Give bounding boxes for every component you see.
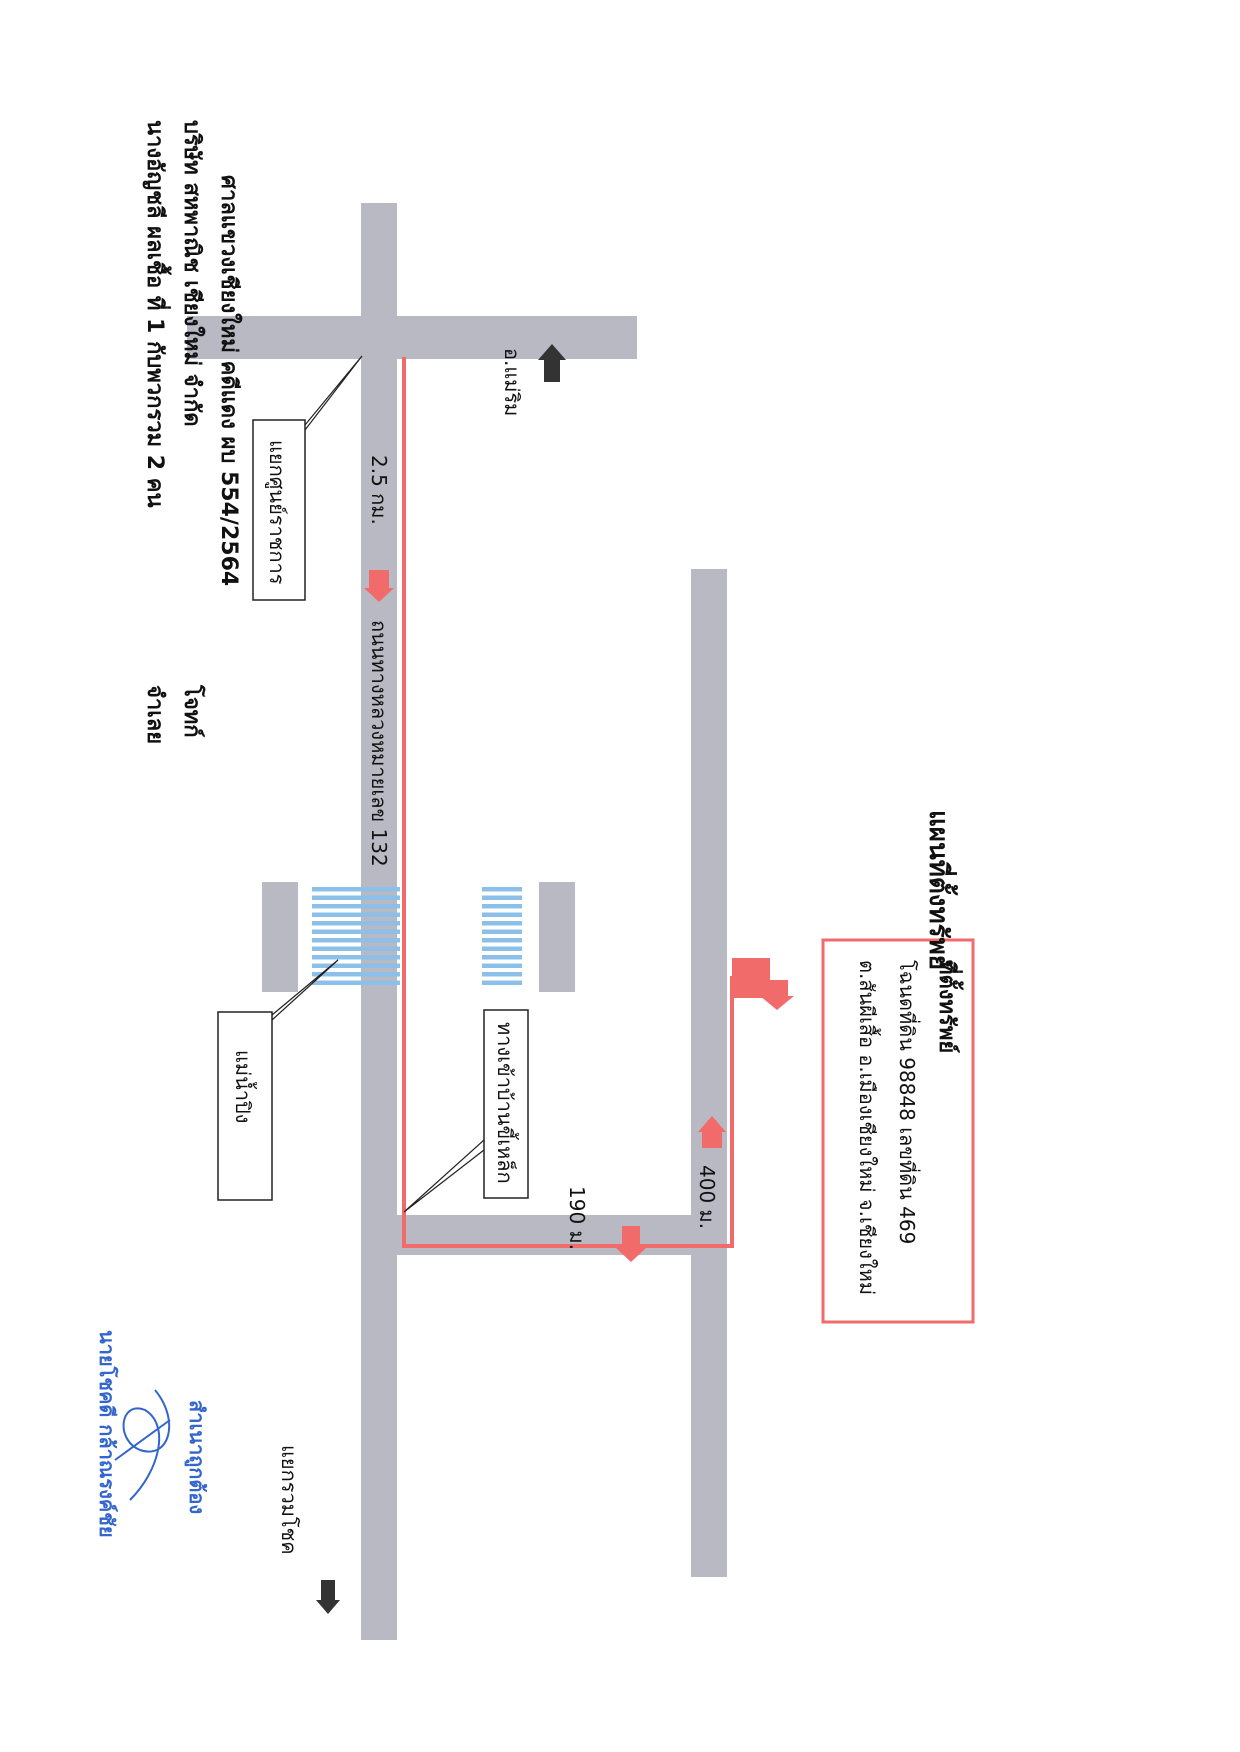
roads xyxy=(187,203,727,1640)
river-stripe xyxy=(312,887,400,892)
river-stripe xyxy=(312,929,400,934)
header-line3-left: นางอัญชลี ผลเชื้อ ที่ 1 กับพวกรวม 2 คน xyxy=(142,120,172,508)
river-stripe xyxy=(312,980,400,985)
bridge-road-upper xyxy=(539,882,575,992)
river-stripe xyxy=(482,895,522,900)
river-stripe xyxy=(482,887,522,892)
river-stripe xyxy=(482,929,522,934)
header-line2-right: โจทก์ xyxy=(179,684,206,738)
callout-entrance: ทางเข้าบ้านขี้เหล็ก xyxy=(403,1009,529,1213)
stamp-line1: สำเนาถูกต้อง xyxy=(183,1400,209,1514)
route-arrow-final xyxy=(698,1116,726,1148)
river-stripe xyxy=(312,963,400,968)
property-marker xyxy=(732,958,770,998)
header-line2-left: บริษัท สหพาณิช เชียงใหม่ จำกัด xyxy=(179,120,206,427)
river-stripe xyxy=(482,972,522,977)
callout-river: แม่น้ำปิง xyxy=(217,959,339,1201)
mae-rim-label: อ.แม่ริม xyxy=(500,348,524,416)
junction-callout-label: แยกศูนย์ราชการ xyxy=(264,440,289,585)
stamp-line3: นายโชคดี กล้าณรงค์ชัย xyxy=(95,1330,119,1538)
route-arrow-main xyxy=(364,570,394,602)
river-stripe xyxy=(482,921,522,926)
river-stripe xyxy=(312,912,400,917)
arrow-to-mae-rim-icon xyxy=(538,344,566,382)
river-stripe xyxy=(482,912,522,917)
lower-road xyxy=(691,569,727,1577)
distance-final-label: 400 ม. xyxy=(695,1165,719,1229)
map-title: แผนที่ตั้งทรัพย์ xyxy=(923,810,959,970)
route-arrow-side xyxy=(616,1226,646,1262)
callout-junction: แยกศูนย์ราชการ xyxy=(252,355,363,601)
river-stripe xyxy=(312,921,400,926)
property-box-line1: โฉนดที่ดิน 98848 เลขที่ดิน 469 xyxy=(895,960,921,1244)
river-stripe xyxy=(482,963,522,968)
river-stripe xyxy=(312,938,400,943)
pointer-arrow-property xyxy=(760,980,794,1010)
river-stripe xyxy=(482,946,522,951)
river-stripe xyxy=(482,938,522,943)
river-stripe xyxy=(312,895,400,900)
road-name-label: ถนนทางหลวงหมายเลข 132 xyxy=(367,620,391,867)
river-stripe xyxy=(312,904,400,909)
river-ping xyxy=(312,887,522,985)
connector-road xyxy=(361,1215,727,1255)
entrance-callout-label: ทางเข้าบ้านขี้เหล็ก xyxy=(493,1022,519,1184)
river-stripe xyxy=(312,955,400,960)
arrow-to-ruam-chok-icon xyxy=(316,1580,340,1614)
signature xyxy=(114,1389,171,1501)
property-box xyxy=(821,938,975,1324)
header-line3-right: จำเลย xyxy=(142,685,167,744)
property-box-heading: ที่ตั้งทรัพย์ xyxy=(934,960,964,1053)
river-stripe xyxy=(482,904,522,909)
cross-road-top xyxy=(187,316,637,359)
junction-bottom-label: แยกรวมโชค xyxy=(277,1445,301,1555)
header-line1: ศาลแขวงเชียงใหม่ คดีแดง ผบ 554/2564 xyxy=(216,175,243,586)
distance-main-label: 2.5 กม. xyxy=(367,455,391,525)
route-line xyxy=(402,357,734,1248)
river-stripe xyxy=(312,972,400,977)
river-stripe xyxy=(482,955,522,960)
distance-side-label: 190 ม. xyxy=(565,1186,589,1250)
river-stripe xyxy=(312,946,400,951)
bridge-road-lower xyxy=(262,882,298,992)
property-box-line2: ต.สันผีเสื้อ อ.เมืองเชียงใหม่ จ.เชียงใหม… xyxy=(855,960,881,1295)
river-stripe xyxy=(482,980,522,985)
certification-stamp: สำเนาถูกต้อง นายโชคดี กล้าณรงค์ชัย xyxy=(95,1330,209,1538)
river-callout-label: แม่น้ำปิง xyxy=(231,1050,257,1123)
